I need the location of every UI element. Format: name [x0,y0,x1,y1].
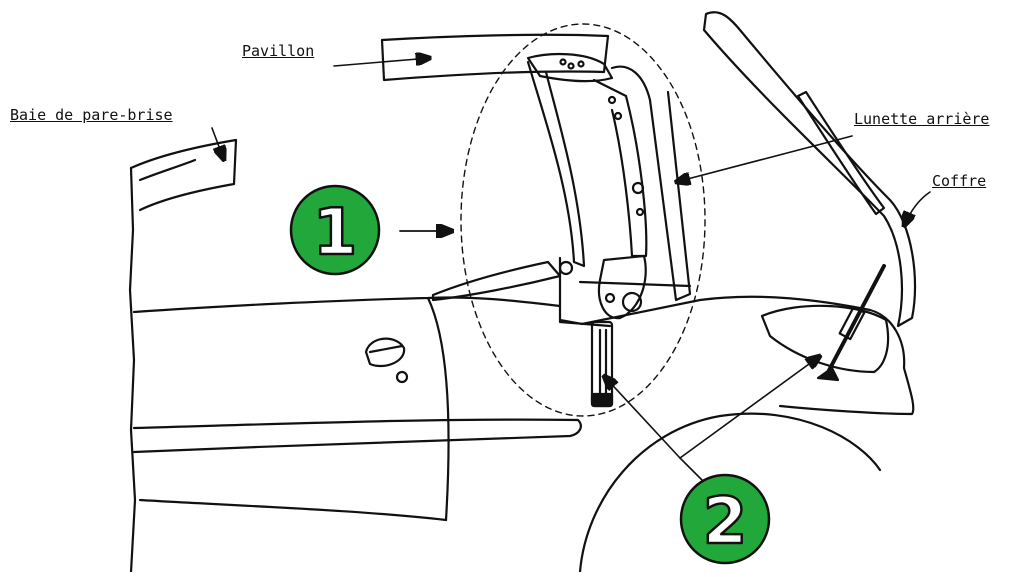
pivot-plate [597,254,647,320]
highlight-ellipse [460,23,706,417]
marker-two: 2 [679,473,771,565]
label-coffre: Coffre [932,172,987,190]
windshield-frame [129,138,238,212]
side-molding [132,418,582,454]
marker-two-text: 2 [703,485,748,559]
trunk-lid [702,11,917,328]
trunk-lid-groove [796,90,886,216]
quarter-window [431,260,562,302]
trunk-strut [824,264,886,378]
mechanism-base [558,256,702,328]
door-bottom-edge [138,498,448,522]
roof-panel [380,33,610,82]
pavillon-arrow [333,58,430,67]
roof-arm [526,60,586,268]
lock-icon [395,370,409,384]
rear-pillar [610,65,692,302]
windshield-frame-inner [138,158,197,182]
baie-arrow [211,127,224,160]
coffre-arrow [904,191,931,226]
linkage-arm [592,78,648,258]
top-hinge-bracket [526,52,614,83]
label-lunette: Lunette arrière [854,110,990,128]
marker-two-leader-b [679,356,820,459]
label-baie: Baie de pare-brise [10,106,173,124]
wheel-arch [578,412,882,574]
lunette-arrow [676,135,853,182]
label-pavillon: Pavillon [242,42,315,60]
door-rear-edge [426,296,450,522]
rear-quarter [698,295,915,416]
tail-light [760,304,890,374]
marker-one-text: 1 [313,196,358,270]
door-handle [364,337,406,368]
marker-two-leader-a [604,376,681,459]
marker-one: 1 [289,184,381,276]
body-front-edge [128,166,137,574]
door-top-edge [132,296,562,314]
